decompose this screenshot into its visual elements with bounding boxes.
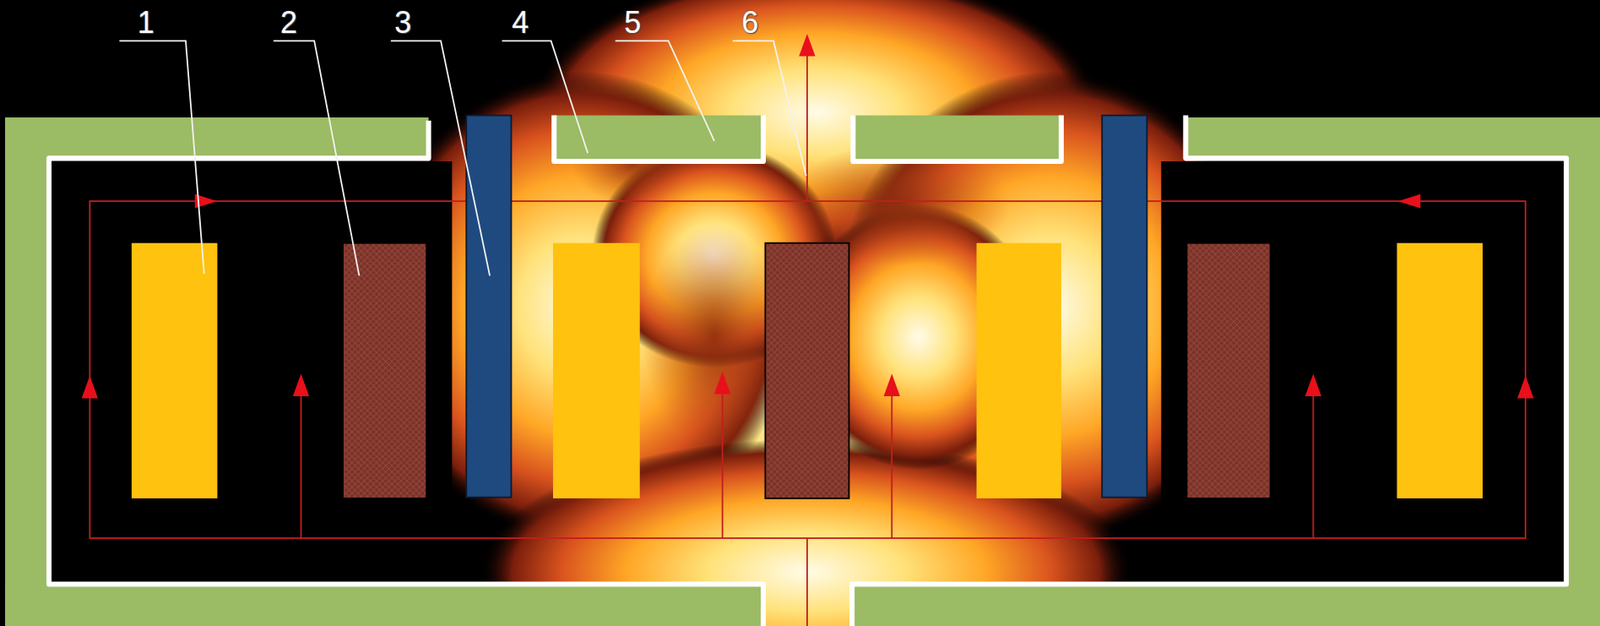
housing-wall xyxy=(1566,117,1600,626)
arrowhead xyxy=(798,33,815,57)
callout-number: 4 xyxy=(511,7,529,38)
cover-plate xyxy=(852,115,1062,162)
leader-line xyxy=(273,40,360,276)
leader-lines xyxy=(119,40,806,276)
arrowhead xyxy=(1398,194,1422,209)
housing-wall xyxy=(5,583,764,626)
lining-line xyxy=(851,115,1567,626)
yellow-element xyxy=(131,243,218,499)
smoke xyxy=(642,224,786,450)
housing-wall xyxy=(851,583,1600,626)
flow-line xyxy=(1312,387,1314,538)
flow-line xyxy=(721,385,724,538)
brown-element xyxy=(342,243,427,499)
callout-number: 3 xyxy=(394,7,412,38)
flow-loop xyxy=(89,200,1525,538)
yellow-element xyxy=(553,243,640,499)
arrowhead xyxy=(292,373,310,396)
housing xyxy=(5,115,1600,626)
blue-rod xyxy=(466,115,511,498)
arrowhead xyxy=(714,371,731,395)
flow-line xyxy=(890,385,893,538)
yellow-elements xyxy=(131,243,1483,499)
flow-lines xyxy=(89,45,1525,626)
callout-number: 2 xyxy=(280,7,298,38)
housing-wall xyxy=(5,117,49,626)
cover-plate xyxy=(553,115,764,162)
blue-rod xyxy=(1101,115,1147,498)
leader-line xyxy=(502,40,589,153)
leader-line xyxy=(732,40,807,176)
yellow-element xyxy=(976,243,1062,499)
flow-line xyxy=(300,387,303,538)
callout-number: 5 xyxy=(623,7,641,38)
arrowhead xyxy=(81,375,98,399)
brown-element xyxy=(764,243,849,499)
lining-line xyxy=(48,120,764,626)
leader-line xyxy=(390,40,490,276)
leader-line xyxy=(119,40,204,274)
lining-line xyxy=(553,115,764,162)
callout-number: 1 xyxy=(137,7,155,38)
leader-line xyxy=(615,40,715,141)
housing-wall xyxy=(5,117,429,158)
chamber-dark xyxy=(48,161,452,582)
housing-wall xyxy=(1185,117,1600,158)
arrowhead xyxy=(1517,375,1534,399)
arrowhead xyxy=(1305,373,1322,396)
chamber-dark xyxy=(1160,161,1567,582)
callout-number: 6 xyxy=(741,7,759,38)
yellow-element xyxy=(1396,243,1483,499)
brown-elements xyxy=(342,243,1271,499)
lining-line xyxy=(852,115,1062,162)
explosion xyxy=(367,0,1266,626)
brown-element xyxy=(1187,243,1271,499)
flow-line xyxy=(806,45,809,201)
arrowhead xyxy=(884,373,901,396)
flow-line xyxy=(806,537,809,626)
